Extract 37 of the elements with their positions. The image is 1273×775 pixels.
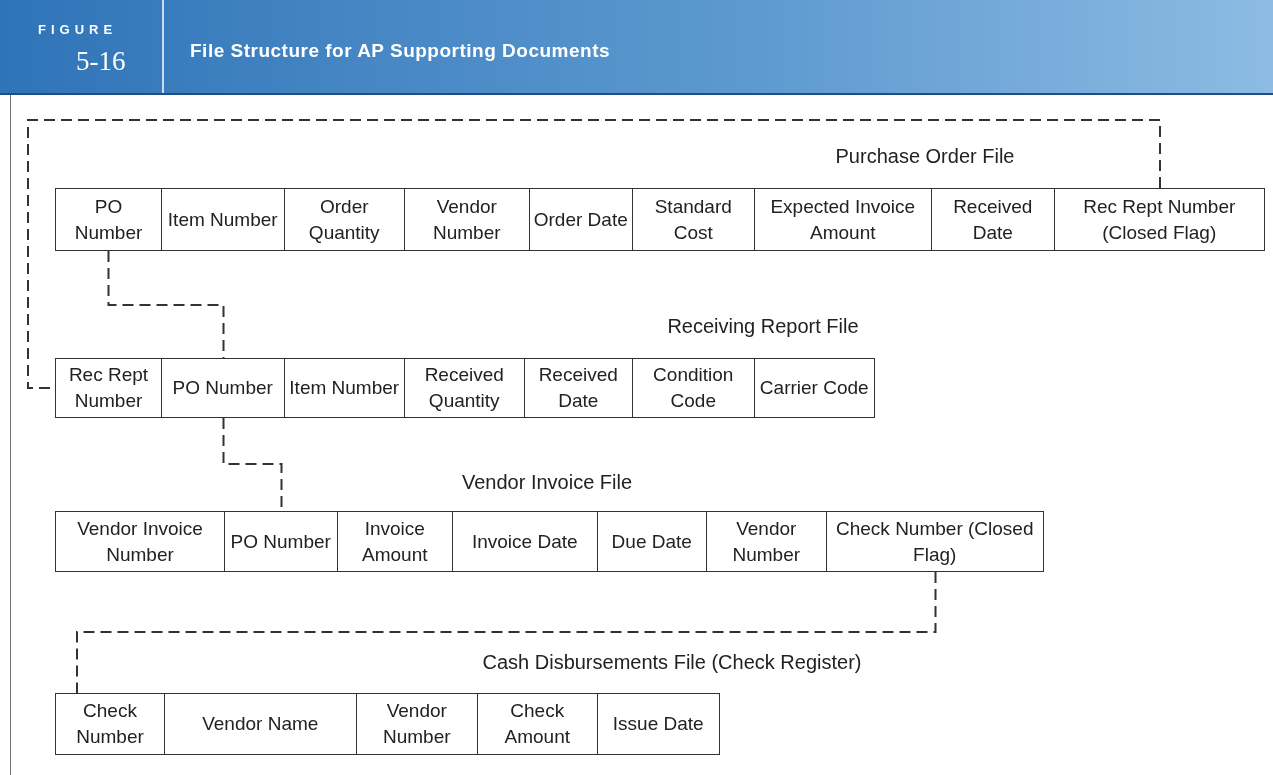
- field-cell: Invoice Amount: [336, 511, 453, 572]
- field-cell: PO Number: [55, 188, 162, 251]
- field-cell: Vendor Invoice Number: [55, 511, 225, 572]
- field-cell: Check Amount: [476, 693, 598, 755]
- field-cell: Vendor Number: [403, 188, 530, 251]
- file-title: Cash Disbursements File (Check Register): [482, 651, 862, 674]
- field-cell: Rec Rept Number: [55, 358, 162, 418]
- field-cell: Vendor Number: [355, 693, 478, 755]
- dashed-connector: [76, 571, 937, 694]
- field-cell: Order Quantity: [283, 188, 405, 251]
- field-cell: Item Number: [283, 358, 405, 418]
- figure-title: File Structure for AP Supporting Documents: [190, 40, 611, 62]
- field-cell: Due Date: [596, 511, 707, 572]
- field-cell: Check Number: [55, 693, 165, 755]
- field-cell: Order Date: [528, 188, 633, 251]
- field-cell: Item Number: [160, 188, 285, 251]
- field-cell: Received Date: [523, 358, 633, 418]
- field-cell: Condition Code: [631, 358, 755, 418]
- figure-number: 5-16: [76, 46, 126, 77]
- field-cell: Received Date: [930, 188, 1055, 251]
- field-cell: Check Number (Closed Flag): [825, 511, 1044, 572]
- field-cell: PO Number: [160, 358, 285, 418]
- file-title: Purchase Order File: [835, 145, 1015, 168]
- file-title: Receiving Report File: [667, 315, 859, 338]
- field-cell: Invoice Date: [451, 511, 598, 572]
- field-cell: Carrier Code: [753, 358, 875, 418]
- field-cell: Expected Invoice Amount: [753, 188, 932, 251]
- field-cell: PO Number: [223, 511, 338, 572]
- dashed-connector: [27, 119, 1161, 389]
- field-cell: Vendor Name: [163, 693, 357, 755]
- figure-label: FIGURE: [38, 22, 118, 37]
- field-cell: Received Quantity: [403, 358, 525, 418]
- file-title: Vendor Invoice File: [461, 471, 633, 494]
- field-cell: Rec Rept Number (Closed Flag): [1053, 188, 1265, 251]
- field-cell: Vendor Number: [705, 511, 827, 572]
- field-cell: Issue Date: [596, 693, 720, 755]
- field-cell: Standard Cost: [631, 188, 755, 251]
